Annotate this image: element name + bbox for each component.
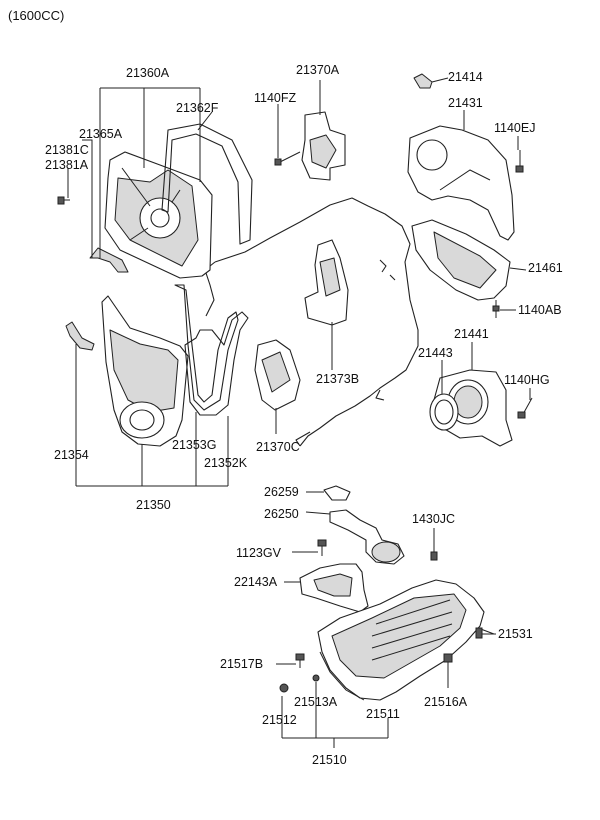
oil-strainer[interactable] xyxy=(329,509,405,565)
bolt-1140HG[interactable] xyxy=(517,397,533,419)
rear-oil-seal[interactable] xyxy=(429,393,459,431)
label-21516A: 21516A xyxy=(424,695,468,709)
label-21414: 21414 xyxy=(448,70,483,84)
lower-timing-cover[interactable] xyxy=(101,295,189,447)
label-21431: 21431 xyxy=(448,96,483,110)
engine-bracket-middle[interactable] xyxy=(304,239,349,326)
label-26259: 26259 xyxy=(264,485,299,499)
label-1140HG: 1140HG xyxy=(504,373,550,387)
engine-bracket-upper[interactable] xyxy=(301,111,346,181)
label-21513A: 21513A xyxy=(294,695,338,709)
rear-plate-cover[interactable] xyxy=(411,219,511,301)
oil-baffle[interactable] xyxy=(299,563,369,613)
label-26250: 26250 xyxy=(264,507,299,521)
oil-pan[interactable] xyxy=(317,579,485,701)
label-21461: 21461 xyxy=(528,261,563,275)
label-1430JC: 1430JC xyxy=(412,512,455,526)
oil-strainer-gasket[interactable] xyxy=(323,485,351,501)
label-1123GV: 1123GV xyxy=(236,546,282,560)
cover-bolt[interactable] xyxy=(57,196,70,205)
label-21381C: 21381C xyxy=(45,143,89,157)
label-21531: 21531 xyxy=(498,627,533,641)
leader-lines xyxy=(67,77,531,748)
label-21512: 21512 xyxy=(262,713,297,727)
engine-variant-header: (1600CC) xyxy=(8,8,64,23)
bolt-21517B[interactable] xyxy=(295,653,305,668)
bolt-1140EJ[interactable] xyxy=(515,150,524,173)
upper-timing-cover[interactable] xyxy=(104,151,213,279)
rear-plate[interactable] xyxy=(407,125,515,241)
label-21354: 21354 xyxy=(54,448,89,462)
label-21370A: 21370A xyxy=(296,63,340,77)
label-21370C: 21370C xyxy=(256,440,300,454)
bolt-21516A[interactable] xyxy=(443,653,453,672)
label-22143A: 22143A xyxy=(234,575,278,589)
upper-cover-gasket[interactable] xyxy=(161,123,253,245)
label-21381A: 21381A xyxy=(45,158,89,172)
label-21510: 21510 xyxy=(312,753,347,767)
label-21441: 21441 xyxy=(454,327,489,341)
lower-cover-gasket-outer[interactable] xyxy=(184,311,249,416)
bolt-1140FZ[interactable] xyxy=(274,151,301,166)
label-21350: 21350 xyxy=(136,498,171,512)
label-1140EJ: 1140EJ xyxy=(494,121,535,135)
label-21352K: 21352K xyxy=(204,456,248,470)
label-1140FZ: 1140FZ xyxy=(254,91,297,105)
washer-21513A[interactable] xyxy=(312,674,320,682)
engine-bracket-lower[interactable] xyxy=(254,339,301,411)
drain-plug-1430JC[interactable] xyxy=(430,551,438,561)
label-21353G: 21353G xyxy=(172,438,216,452)
bolt-1123GV[interactable] xyxy=(317,539,327,556)
part-number-labels: 21360A 21362F 21365A 21381C 21381A 21370… xyxy=(45,63,563,767)
label-21360A: 21360A xyxy=(126,66,170,80)
label-21443: 21443 xyxy=(418,346,453,360)
label-21365A: 21365A xyxy=(79,127,123,141)
label-21362F: 21362F xyxy=(176,101,219,115)
lower-cover-gasket-inner[interactable] xyxy=(174,284,239,411)
label-21511: 21511 xyxy=(366,707,400,721)
bolt-1140AB[interactable] xyxy=(492,300,500,318)
label-1140AB: 1140AB xyxy=(518,303,562,317)
label-21373B: 21373B xyxy=(316,372,359,386)
label-21517B: 21517B xyxy=(220,657,263,671)
lower-cover-bracket[interactable] xyxy=(65,321,95,351)
bolt-21531[interactable] xyxy=(475,627,495,639)
rear-plate-clip[interactable] xyxy=(413,73,433,89)
drain-bolt-21512[interactable] xyxy=(279,683,289,693)
